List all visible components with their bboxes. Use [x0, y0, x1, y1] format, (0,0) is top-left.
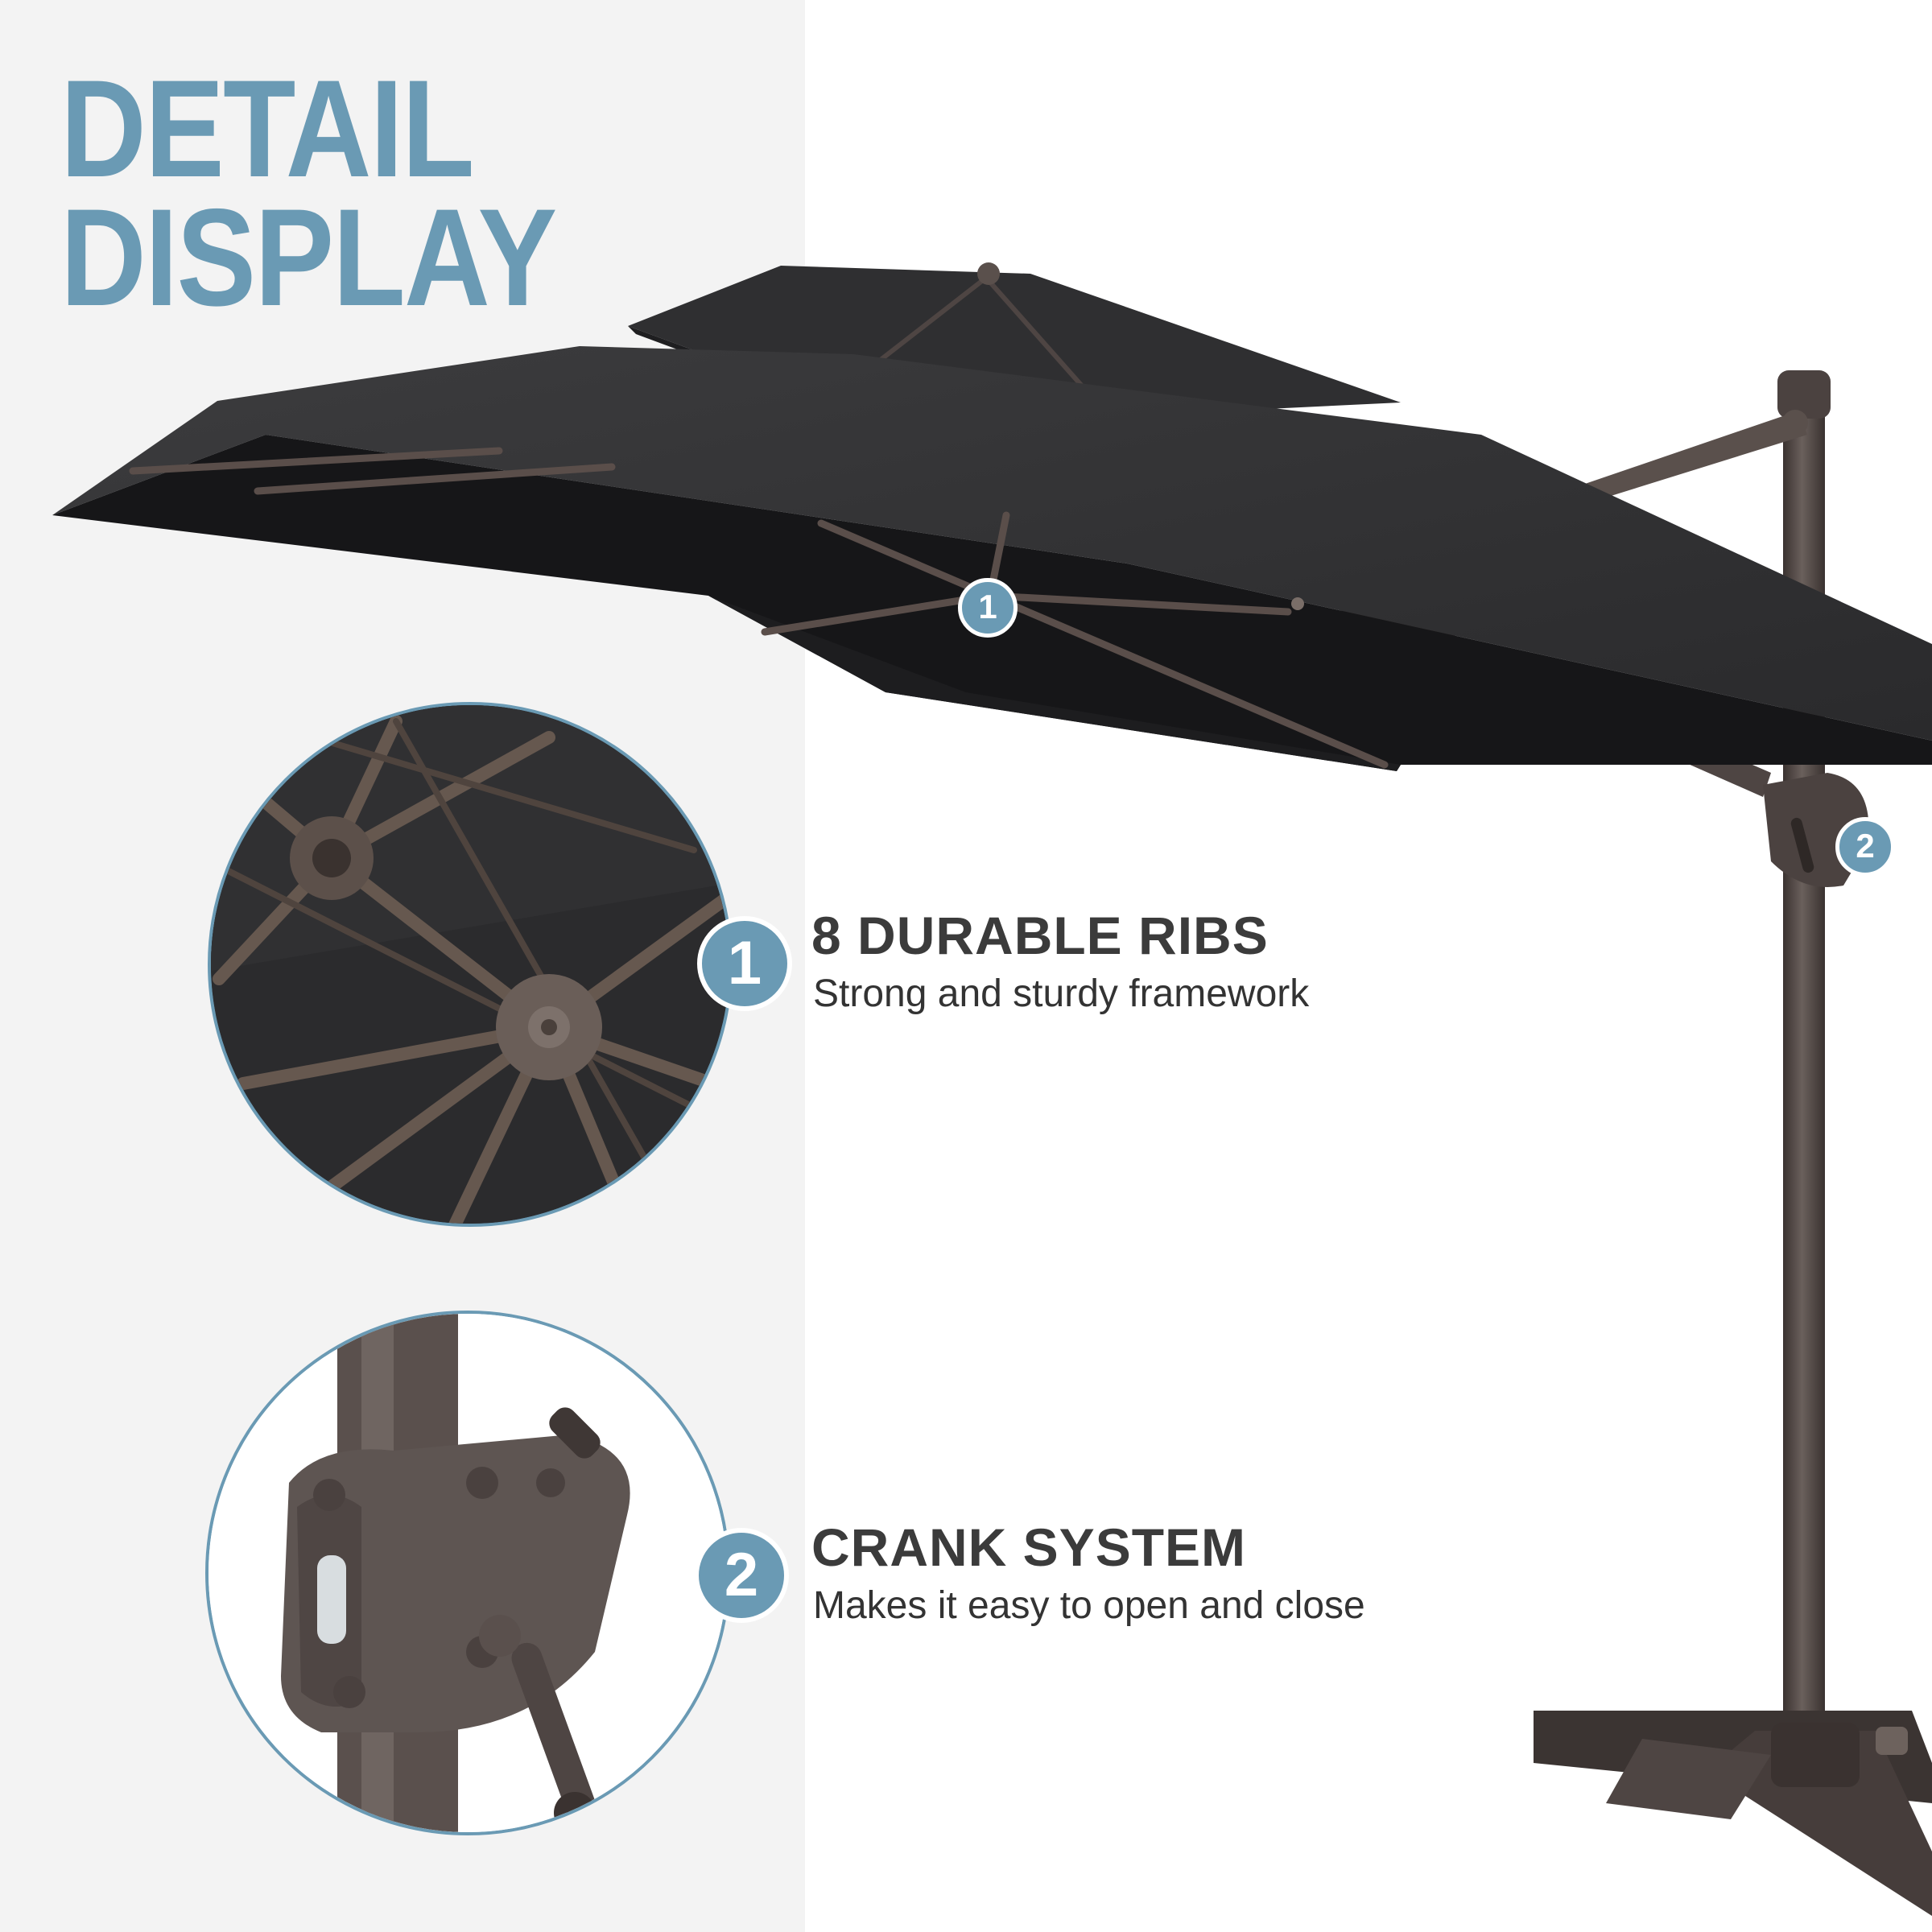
crank-detail-image	[205, 1311, 730, 1835]
feature-1-number-badge: 1	[697, 916, 792, 1011]
title-line-1: DETAIL	[60, 52, 475, 206]
title-line-2: DISPLAY	[60, 180, 557, 335]
canopy-callout-badge: 1	[958, 578, 1018, 638]
feature-1-description: Strong and sturdy framework	[813, 972, 1310, 1015]
feature-1-title: 8 DURABLE RIBS	[811, 906, 1269, 965]
ribs-detail-image	[208, 702, 733, 1227]
feature-2-title: CRANK SYSTEM	[811, 1517, 1247, 1577]
page-title: DETAIL DISPLAY	[60, 52, 557, 335]
crank-callout-badge: 2	[1835, 817, 1895, 877]
feature-2-description: Makes it easy to open and close	[813, 1584, 1365, 1627]
feature-2-number-badge: 2	[694, 1528, 789, 1623]
